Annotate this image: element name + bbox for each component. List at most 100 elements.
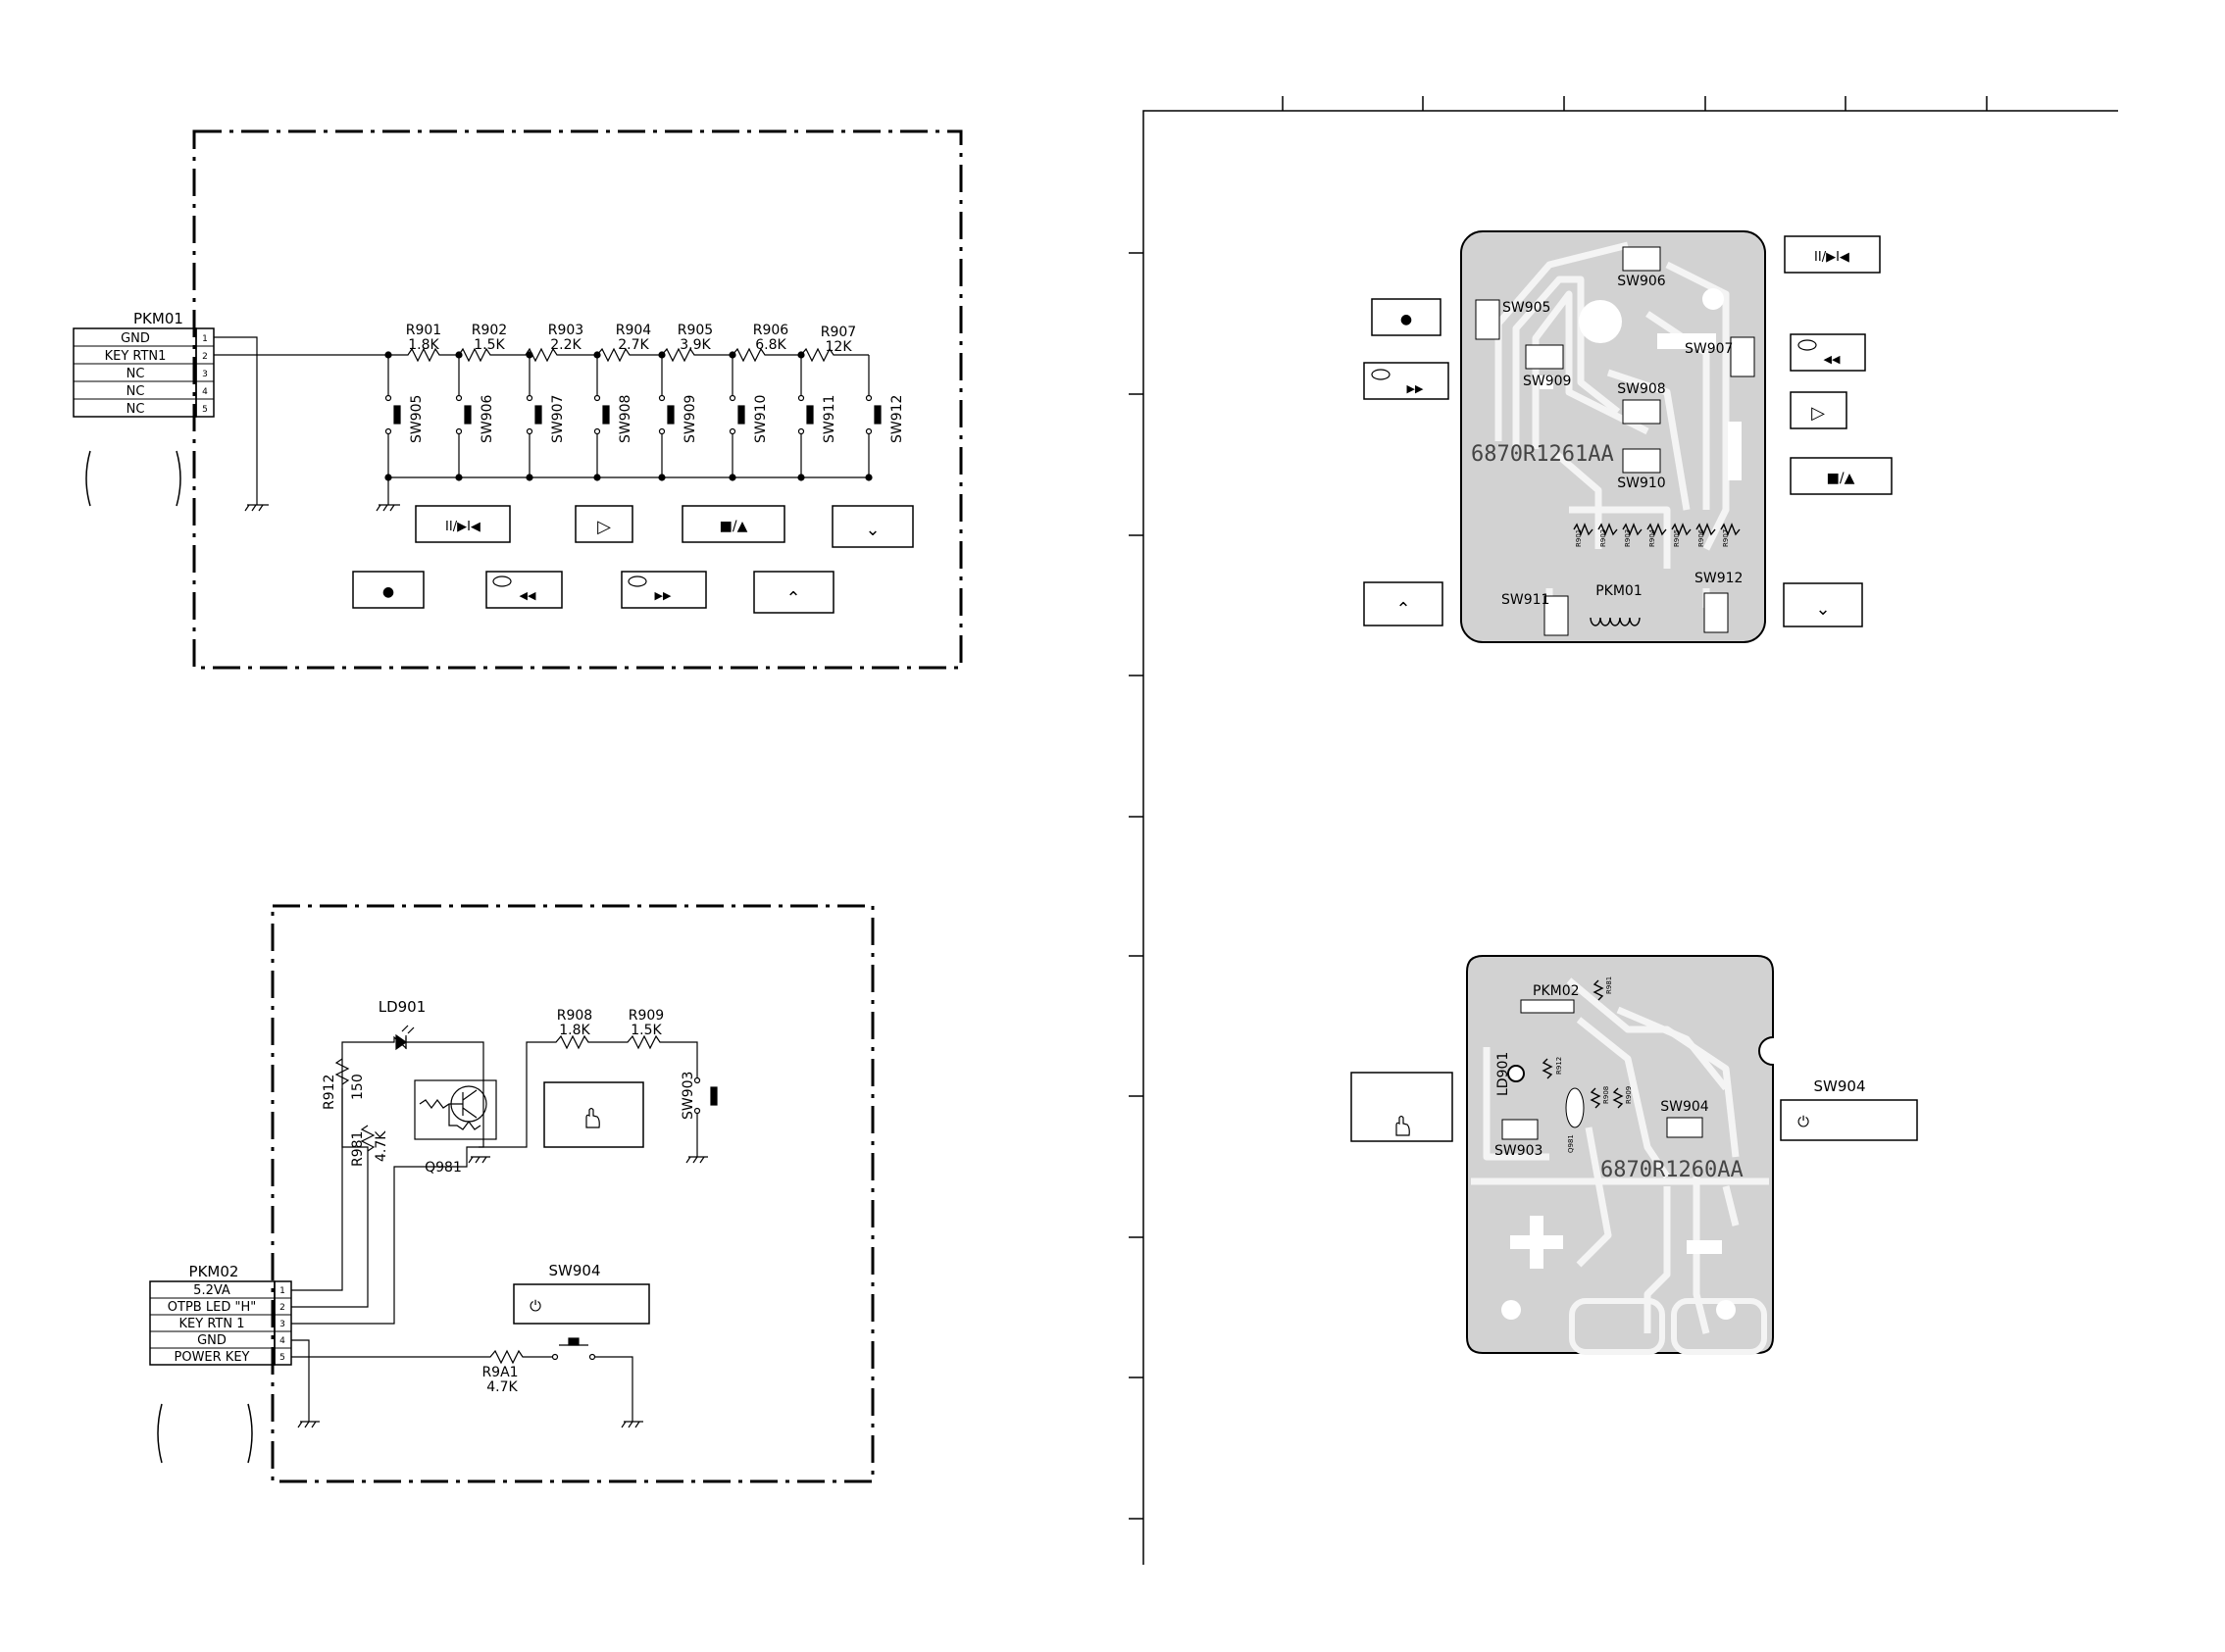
- pkm01-pin1-num: 1: [202, 334, 208, 344]
- r901-ref: R901: [406, 323, 441, 338]
- pcb-power-icon: ⏻: [1797, 1113, 1809, 1130]
- pcb-key-box-record: [1371, 298, 1441, 336]
- pcb-key-box-rewind: [1790, 333, 1866, 372]
- switch-sw907: [526, 351, 542, 481]
- r904-ref: R904: [616, 323, 652, 338]
- ff-badge-icon: [628, 576, 647, 587]
- pcb-sw906: SW906: [1617, 274, 1666, 289]
- pcb-r981: R981: [1605, 976, 1613, 994]
- pcb-sw910: SW910: [1617, 476, 1665, 491]
- pcb-power: PKM02 LD901 SW903 SW904 R981 R912 R908 R…: [1350, 955, 1918, 1355]
- transistor-q981: [414, 1079, 497, 1140]
- switch-sw903: [693, 1076, 718, 1115]
- sw907-label: SW907: [550, 395, 566, 443]
- sw905-label: SW905: [409, 395, 425, 443]
- power-schematic: PKM02 5.2VA OTPB LED "H" KEY RTN 1 GND P…: [149, 904, 875, 1483]
- record-icon: ●: [382, 584, 394, 600]
- pcb-r903: R903: [1624, 529, 1632, 547]
- pkm02-pin3-num: 3: [279, 1320, 285, 1329]
- play-pause-icon: II/▶I◀: [445, 520, 480, 534]
- key-box-play: [575, 505, 633, 543]
- pcb-sw912: SW912: [1694, 571, 1743, 586]
- pcb-keys-part-number: 6870R1261AA: [1471, 442, 1614, 467]
- pcb-stop-eject-icon: ■/▲: [1827, 471, 1855, 486]
- pkm01-title: PKM01: [133, 310, 183, 327]
- pcb-sw907: SW907: [1685, 341, 1733, 357]
- pcb-r912: R912: [1555, 1057, 1563, 1075]
- pkm01-pin4-label: NC: [126, 384, 145, 399]
- pcb-record-icon: ●: [1400, 312, 1412, 327]
- pcb-sw903-key-box: [1350, 1072, 1453, 1142]
- pcb-r907: R907: [1722, 529, 1730, 547]
- q981-label: Q981: [425, 1160, 462, 1176]
- pkm02-pin5-label: POWER KEY: [175, 1350, 250, 1365]
- pcb-sw904: SW904: [1660, 1099, 1709, 1115]
- pcb-r901: R901: [1575, 529, 1583, 547]
- sw908-label: SW908: [618, 395, 633, 443]
- r907-ref: R907: [821, 325, 856, 340]
- pcb-sw904-key-box: [1780, 1099, 1918, 1141]
- pkm02-pin3-label: KEY RTN 1: [179, 1317, 245, 1331]
- switch-sw912: [865, 355, 882, 481]
- switch-sw905: [384, 351, 401, 481]
- switch-sw911: [797, 351, 814, 481]
- pcb-play-pause-icon: II/▶I◀: [1814, 250, 1849, 265]
- switch-sw908: [593, 351, 610, 481]
- pkm01-connector: GND KEY RTN1 NC NC NC 1 2 3 4 5: [73, 327, 215, 418]
- r902-ref: R902: [472, 323, 507, 338]
- pkm01-pin3-label: NC: [126, 367, 145, 381]
- play-icon: ▷: [597, 517, 611, 537]
- pkm01-pin5-num: 5: [202, 405, 208, 415]
- pcb-sw908: SW908: [1617, 381, 1665, 397]
- pcb-sw903: SW903: [1494, 1143, 1542, 1159]
- resistor-r981: [360, 1125, 376, 1152]
- key-box-stop-eject: [682, 505, 785, 543]
- switch-sw904: [551, 1337, 596, 1361]
- fast-forward-icon: ▶▶: [655, 589, 672, 602]
- hand-icon: [585, 1107, 600, 1128]
- pcb-key-box-up: [1363, 581, 1443, 626]
- pcb-r908: R908: [1602, 1086, 1610, 1104]
- r908-ref: R908: [557, 1008, 592, 1024]
- chevron-down-icon: ⌄: [865, 520, 880, 540]
- stop-eject-icon: ■/▲: [720, 519, 748, 534]
- pkm02-pin4-label: GND: [197, 1333, 227, 1348]
- pcb-rewind-badge-icon: [1797, 339, 1817, 351]
- pkm01-pin2-label: KEY RTN1: [105, 349, 167, 364]
- pcb-sw904-caption: SW904: [1814, 1077, 1866, 1095]
- pcb-r909: R909: [1625, 1086, 1633, 1104]
- rewind-icon: ◀◀: [520, 589, 536, 602]
- key-box-record: [352, 571, 425, 609]
- r906-ref: R906: [753, 323, 789, 338]
- r912-ref: R912: [322, 1075, 337, 1110]
- sw906-label: SW906: [480, 394, 495, 443]
- key-schematic: PKM01 GND KEY RTN1 NC NC NC 1 2 3 4 5: [73, 129, 963, 670]
- pcb-rewind-icon: ◀◀: [1824, 353, 1841, 366]
- pkm02-title: PKM02: [189, 1263, 239, 1280]
- pcb-key-box-play-pause: [1784, 235, 1881, 274]
- pkm01-pin5-label: NC: [126, 402, 145, 417]
- r905-ref: R905: [678, 323, 713, 338]
- pcb-fast-forward-icon: ▶▶: [1407, 382, 1424, 395]
- ground-symbol: [244, 504, 269, 512]
- pkm01-pin2-num: 2: [202, 352, 208, 362]
- pcb-chevron-up-icon: ⌃: [1395, 599, 1410, 620]
- pcb-r904: R904: [1648, 528, 1656, 547]
- pcb-frame: [1129, 96, 2118, 1565]
- key-box-play-pause: [415, 505, 511, 543]
- ld901-label: LD901: [379, 998, 427, 1016]
- r912-value: 150: [350, 1074, 366, 1100]
- pcb-r906: R906: [1697, 528, 1705, 547]
- r901-value: 1.8K: [408, 337, 439, 353]
- sw909-label: SW909: [683, 395, 698, 443]
- sw904-label: SW904: [549, 1262, 601, 1279]
- sw903-label: SW903: [681, 1072, 696, 1120]
- r908-value: 1.8K: [559, 1023, 590, 1038]
- pkm02-pin5-num: 5: [279, 1353, 285, 1363]
- resistor-r912: [334, 1058, 350, 1085]
- pkm02-pin2-label: OTPB LED "H": [168, 1300, 256, 1315]
- sw911-label: SW911: [822, 395, 837, 443]
- r906-value: 6.8K: [755, 337, 786, 353]
- sw903-key-box: [543, 1081, 644, 1148]
- power-icon: ⏻: [530, 1297, 541, 1315]
